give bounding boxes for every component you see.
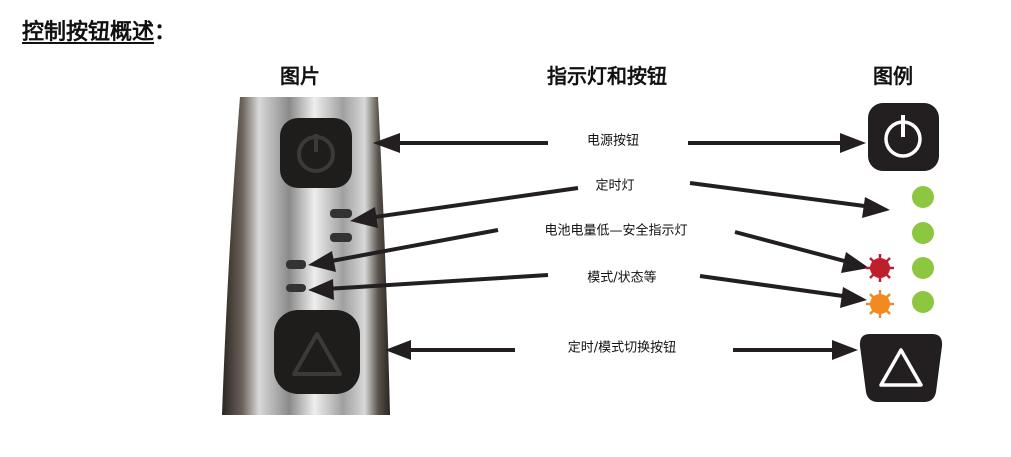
arrows <box>308 133 890 360</box>
device-photo <box>222 97 390 415</box>
arrow-power-right <box>688 133 866 153</box>
device-led <box>286 260 306 269</box>
label-power-button: 电源按钮 <box>584 129 642 149</box>
header-indicators: 指示灯和按钮 <box>547 64 667 88</box>
device-led <box>330 233 352 242</box>
arrow-switch-left <box>385 340 515 360</box>
header-picture: 图片 <box>280 64 320 88</box>
label-battery-light: 电池电量低—安全指示灯 <box>542 219 690 239</box>
arrow-timer-right <box>689 181 890 218</box>
arrow-switch-right <box>733 340 858 360</box>
arrow-mode-left <box>308 273 549 300</box>
header-legend: 图例 <box>873 64 913 88</box>
label-mode-status: 模式/状态等 <box>585 266 659 286</box>
page-title: 控制按钮概述： <box>22 20 177 45</box>
green-light-icon <box>912 186 934 208</box>
green-light-icon <box>912 291 934 313</box>
arrow-power-left <box>373 133 548 153</box>
green-light-icon <box>912 222 934 244</box>
arrow-battery-right <box>734 230 869 273</box>
red-flashing-light-icon <box>866 254 894 282</box>
triangle-switch-icon <box>859 334 943 402</box>
arrow-mode-right <box>699 274 867 308</box>
label-switch-button: 定时/模式切换按钮 <box>565 336 679 356</box>
arrow-battery-left <box>308 228 499 272</box>
arrow-timer-left <box>350 186 579 228</box>
device-switch-button <box>274 310 360 394</box>
power-icon <box>868 103 939 171</box>
green-light-icon <box>912 257 934 279</box>
orange-flashing-light-icon <box>866 290 894 318</box>
device-led <box>330 209 352 218</box>
device-led <box>286 284 306 292</box>
label-timer-light: 定时灯 <box>593 174 637 194</box>
device-power-button <box>280 118 352 188</box>
